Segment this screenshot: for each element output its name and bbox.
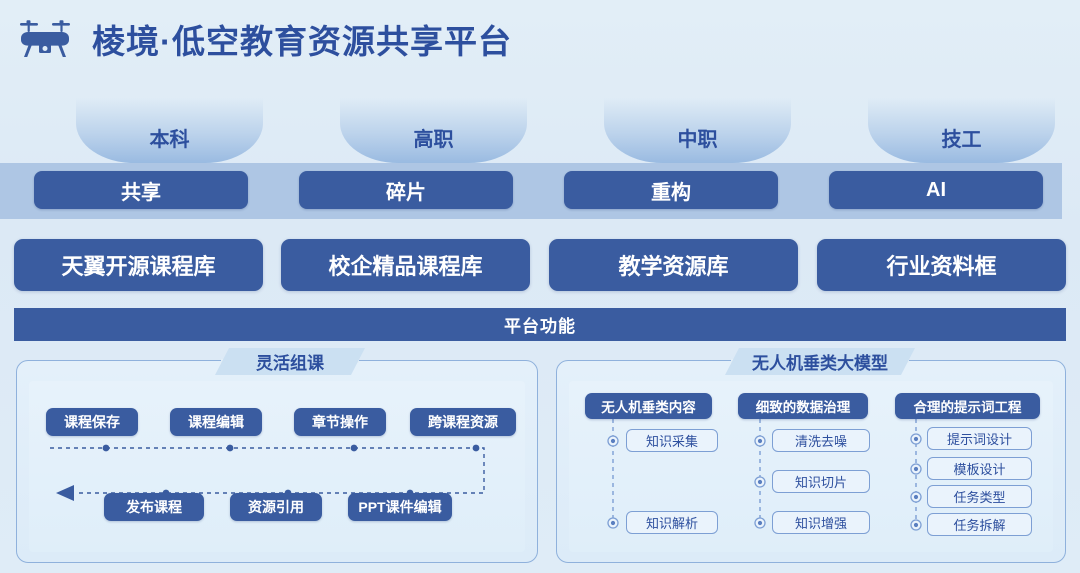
panel-left-inner [29,381,525,552]
panel-flexible-course-building: 灵活组课 [16,360,538,563]
right-column-head-uav-content[interactable]: 无人机垂类内容 [585,393,712,419]
right-node-knowledge-collection[interactable]: 知识采集 [626,429,718,452]
education-level-tabs: 本科 高职 中职 技工 [0,98,1080,163]
left-chip-course-edit[interactable]: 课程编辑 [170,408,262,436]
tab-zhongzhi[interactable]: 中职 [604,98,791,163]
library-button-teaching-resources[interactable]: 教学资源库 [549,239,798,291]
library-button-tianyi-opensource[interactable]: 天翼开源课程库 [14,239,263,291]
right-node-knowledge-slicing[interactable]: 知识切片 [772,470,870,493]
tab-jigong[interactable]: 技工 [868,98,1055,163]
right-node-template-design[interactable]: 模板设计 [927,457,1032,480]
right-column-head-data-governance[interactable]: 细致的数据治理 [738,393,868,419]
left-chip-cross-course-res[interactable]: 跨课程资源 [410,408,516,436]
capability-button-fragment[interactable]: 碎片 [299,171,513,209]
capability-button-rebuild[interactable]: 重构 [564,171,778,209]
left-chip-resource-cite[interactable]: 资源引用 [230,493,322,521]
right-node-clean-denoise[interactable]: 清洗去噪 [772,429,870,452]
left-chip-publish-course[interactable]: 发布课程 [104,493,204,521]
library-button-school-enterprise[interactable]: 校企精品课程库 [281,239,530,291]
panel-left-title: 灵活组课 [215,348,365,375]
right-node-prompt-design[interactable]: 提示词设计 [927,427,1032,450]
panel-right-title: 无人机垂类大模型 [725,348,915,375]
tab-benke[interactable]: 本科 [76,98,263,163]
right-node-task-decomposition[interactable]: 任务拆解 [927,513,1032,536]
left-chip-ppt-edit[interactable]: PPT课件编辑 [348,493,452,521]
left-chip-course-save[interactable]: 课程保存 [46,408,138,436]
page-title: 棱境·低空教育资源共享平台 [92,23,512,60]
app-header: 棱境·低空教育资源共享平台 [0,0,1080,78]
capability-button-ai[interactable]: AI [829,171,1043,209]
left-chip-chapter-ops[interactable]: 章节操作 [294,408,386,436]
right-column-head-prompt-engineering[interactable]: 合理的提示词工程 [895,393,1040,419]
capability-button-share[interactable]: 共享 [34,171,248,209]
right-node-knowledge-parsing[interactable]: 知识解析 [626,511,718,534]
drone-icon [14,17,76,61]
right-node-knowledge-enhance[interactable]: 知识增强 [772,511,870,534]
tab-gaozhi[interactable]: 高职 [340,98,527,163]
right-node-task-type[interactable]: 任务类型 [927,485,1032,508]
library-button-industry-materials[interactable]: 行业资料框 [817,239,1066,291]
platform-functions-bar: 平台功能 [14,308,1066,341]
